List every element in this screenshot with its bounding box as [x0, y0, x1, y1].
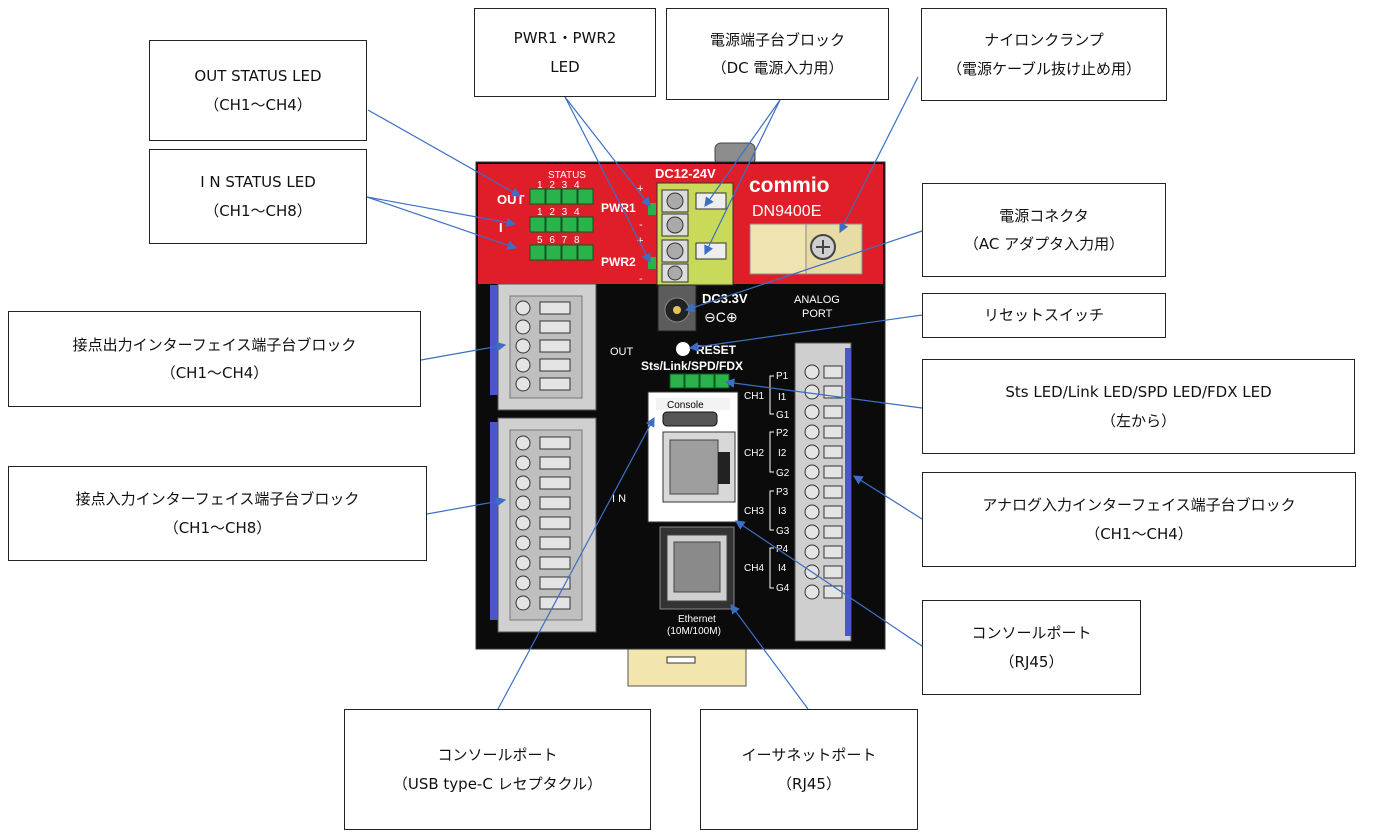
callout-sub: （RJ45）: [999, 652, 1064, 671]
callout-sub: LED: [550, 57, 580, 76]
dc33-label: DC3.3V: [702, 291, 748, 306]
in-led-numbers-1: 1 2 3 4: [537, 207, 582, 218]
in-led-label: I: [499, 220, 503, 235]
callout-sub: （AC アダプタ入力用）: [963, 235, 1125, 253]
nylon-clamp: [749, 223, 863, 275]
callout-title: 接点入力インターフェイス端子台ブロック: [75, 490, 360, 508]
pwr2-led: [648, 257, 656, 269]
callout-title: アナログ入力インターフェイス端子台ブロック: [982, 496, 1296, 514]
callout-power-connector: 電源コネクタ （AC アダプタ入力用）: [922, 183, 1166, 277]
callout-sub: （CH1～CH4）: [204, 95, 312, 114]
out-status-leds: [529, 188, 594, 205]
callout-analog-block: アナログ入力インターフェイス端子台ブロック （CH1～CH4）: [922, 472, 1356, 567]
pwr2-label: PWR2: [601, 255, 636, 269]
pwr1-plus: +: [637, 183, 643, 195]
callout-power-terminal: 電源端子台ブロック （DC 電源入力用）: [666, 8, 889, 100]
console-module: Console: [647, 391, 739, 523]
pwr1-minus: -: [639, 219, 643, 231]
callout-sub: （USB type-C レセプタクル）: [392, 774, 603, 793]
callout-title: 接点出力インターフェイス端子台ブロック: [72, 335, 357, 354]
callout-nylon-clamp: ナイロンクランプ （電源ケーブル抜け止め用）: [921, 8, 1167, 101]
i1-label: I1: [778, 392, 787, 403]
reset-button[interactable]: [676, 342, 690, 356]
power-connector: [657, 284, 697, 332]
callout-console-rj45: コンソールポート （RJ45）: [922, 600, 1141, 695]
callout-title: 電源端子台ブロック: [709, 30, 845, 49]
callout-ethernet-port: イーサネットポート （RJ45）: [700, 709, 918, 830]
callout-pwr-led: PWR1・PWR2 LED: [474, 8, 656, 97]
callout-contact-in-block: 接点入力インターフェイス端子台ブロック （CH1～CH8）: [8, 466, 427, 561]
callout-title: コンソールポート: [971, 624, 1092, 642]
sts-link-spd-fdx-leds: [669, 373, 730, 389]
contact-out-terminal-block: [490, 283, 597, 411]
ch2-label: CH2: [744, 448, 764, 459]
dc-input-label: DC12-24V: [655, 166, 716, 181]
callout-contact-out-block: 接点出力インターフェイス端子台ブロック （CH1～CH4）: [8, 311, 421, 407]
polarity-symbol: ⊖C⊕: [704, 309, 738, 325]
callout-in-status-led: I N STATUS LED （CH1～CH8）: [149, 149, 367, 244]
g4-label: G4: [776, 583, 790, 594]
callout-reset-switch: リセットスイッチ: [922, 293, 1166, 338]
callout-console-usbc: コンソールポート （USB type-C レセプタクル）: [344, 709, 651, 830]
callout-sub: （左から）: [1100, 411, 1176, 430]
pwr1-led: [648, 203, 656, 215]
usbc-port[interactable]: [662, 411, 718, 427]
model-name: DN9400E: [752, 203, 821, 220]
callout-sub: （RJ45）: [777, 774, 841, 793]
callout-title: コンソールポート: [437, 746, 558, 764]
in-led-numbers-2: 5 6 7 8: [537, 235, 582, 246]
callout-sub: （CH1～CH8）: [204, 201, 312, 220]
out-led-numbers: 1 2 3 4: [537, 180, 582, 191]
callout-sub: （CH1～CH4）: [160, 364, 269, 382]
out-side-label: OUT: [610, 346, 634, 358]
i3-label: I3: [778, 506, 787, 517]
pwr1-label: PWR1: [601, 201, 636, 215]
g2-label: G2: [776, 468, 790, 479]
p4-label: P4: [776, 544, 789, 555]
callout-title: PWR1・PWR2: [513, 29, 617, 47]
in-status-leds-5-8: [529, 244, 594, 261]
out-led-label: OUT: [497, 192, 525, 207]
in-status-leds-1-4: [529, 216, 594, 233]
console-label: Console: [667, 400, 704, 411]
analog-label-1: ANALOG: [794, 294, 840, 306]
brand-logo: commio: [749, 174, 830, 197]
g3-label: G3: [776, 526, 790, 537]
callout-sub: （CH1～CH8）: [163, 518, 272, 537]
callout-title: Sts LED/Link LED/SPD LED/FDX LED: [1005, 383, 1272, 401]
callout-title: リセットスイッチ: [983, 306, 1104, 325]
g1-label: G1: [776, 410, 790, 421]
ethernet-label-1: Ethernet: [678, 614, 716, 625]
pwr2-plus: +: [637, 235, 643, 247]
callout-title: OUT STATUS LED: [194, 67, 322, 85]
callout-title: I N STATUS LED: [200, 173, 316, 191]
analog-terminal-block: [794, 342, 852, 642]
sts-link-label: Sts/Link/SPD/FDX: [641, 359, 743, 373]
ethernet-port[interactable]: [659, 526, 735, 610]
ch1-label: CH1: [744, 391, 764, 402]
p3-label: P3: [776, 487, 789, 498]
p2-label: P2: [776, 428, 789, 439]
p1-label: P1: [776, 371, 789, 382]
callout-sub: （電源ケーブル抜け止め用）: [946, 59, 1142, 78]
callout-title: イーサネットポート: [741, 746, 877, 764]
analog-label-2: PORT: [802, 308, 833, 320]
callout-out-status-led: OUT STATUS LED （CH1～CH4）: [149, 40, 367, 141]
i2-label: I2: [778, 448, 787, 459]
i4-label: I4: [778, 563, 787, 574]
ch4-label: CH4: [744, 563, 764, 574]
pwr2-minus: -: [639, 273, 643, 285]
din-rail-clip: [627, 645, 747, 687]
ethernet-label-2: (10M/100M): [667, 626, 721, 637]
contact-in-terminal-block: [490, 417, 597, 633]
callout-sub: （DC 電源入力用）: [711, 59, 844, 77]
callout-sts-leds: Sts LED/Link LED/SPD LED/FDX LED （左から）: [922, 359, 1355, 454]
in-side-label: I N: [612, 493, 626, 505]
callout-title: 電源コネクタ: [999, 206, 1089, 225]
ch3-label: CH3: [744, 506, 764, 517]
callout-title: ナイロンクランプ: [984, 31, 1104, 49]
reset-label: RESET: [696, 343, 737, 357]
power-terminal-block: [656, 182, 734, 286]
callout-sub: （CH1～CH4）: [1085, 524, 1193, 543]
